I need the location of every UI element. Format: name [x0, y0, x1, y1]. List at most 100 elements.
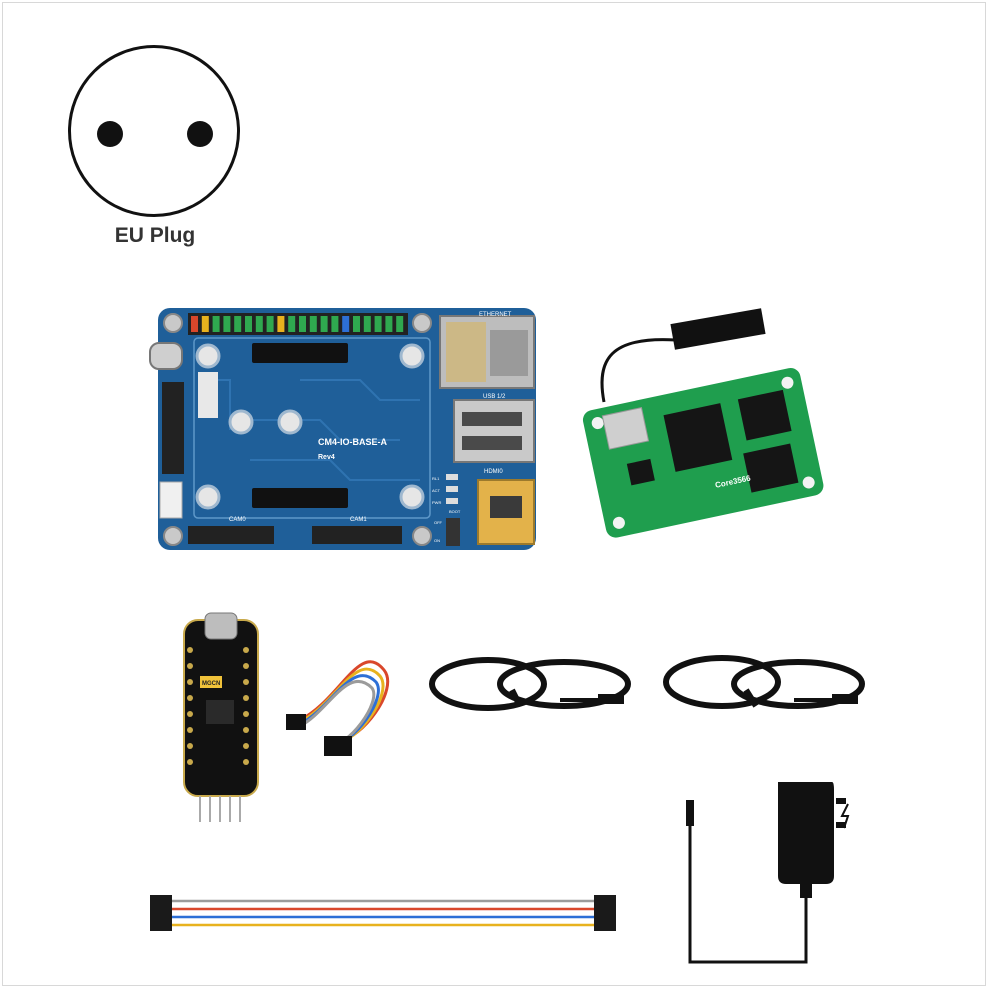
uart-pad — [243, 663, 249, 669]
gpio-pin — [234, 316, 242, 332]
gpio-pin — [342, 316, 350, 332]
ethernet-label: ETHERNET — [479, 312, 512, 318]
antenna-flex — [670, 308, 766, 350]
uart-pad — [243, 711, 249, 717]
gpio-pin — [191, 316, 198, 332]
module-connector-bottom — [252, 488, 348, 508]
eu-plug-icon — [68, 45, 240, 217]
uart-pad — [187, 695, 193, 701]
gpio-pin — [396, 316, 404, 332]
ram-chip — [737, 389, 792, 441]
gpio-pin — [299, 316, 306, 332]
led1-label: RL1 — [432, 476, 440, 481]
boot-switch — [446, 518, 460, 546]
uart-pad — [243, 647, 249, 653]
lightning-icon — [840, 803, 850, 829]
usb-uart-adapter: MGCN — [183, 612, 259, 822]
plug-pin-left — [97, 121, 123, 147]
usb-c-connector — [204, 612, 238, 640]
module-standoff — [195, 343, 221, 369]
module-standoff — [195, 484, 221, 510]
gpio-pin — [223, 316, 231, 332]
usb-label: USB 1/2 — [483, 394, 506, 400]
boot-label: BOOT — [449, 509, 461, 514]
module-standoff — [277, 409, 303, 435]
usb-cable-1 — [429, 657, 631, 711]
battery-holder — [198, 372, 218, 418]
mount-hole — [163, 313, 183, 333]
on-label: ON — [434, 538, 440, 543]
io-base-board: CM4-IO-BASE-A Rev4 ETHERNET USB 1/2 HDMI… — [149, 308, 536, 550]
gpio-pin — [353, 316, 360, 332]
cam1-connector — [312, 526, 402, 544]
uart-pad — [243, 743, 249, 749]
chip-label-sticker — [200, 676, 222, 688]
usb-c-port — [149, 342, 183, 370]
display-fpc-connector — [162, 382, 184, 474]
uart-pad — [187, 743, 193, 749]
gpio-pin — [374, 316, 382, 332]
gpio-pin — [363, 316, 371, 332]
module-connector-top — [252, 343, 348, 363]
mount-hole — [163, 526, 183, 546]
mount-hole — [412, 526, 432, 546]
led-act — [446, 486, 458, 492]
gpio-pin — [320, 316, 328, 332]
gpio-header — [188, 313, 408, 335]
gpio-pin — [385, 316, 393, 332]
usb-a-ports — [453, 399, 535, 463]
wifi-module — [601, 407, 650, 450]
uart-pad — [187, 663, 193, 669]
gpio-pin — [288, 316, 296, 332]
gpio-pin — [277, 316, 285, 332]
power-adapter — [686, 782, 850, 964]
module-standoff — [399, 343, 425, 369]
uart-pad — [243, 727, 249, 733]
mount-hole — [412, 313, 432, 333]
gpio-pin — [309, 316, 317, 332]
off-label: OFF — [434, 520, 443, 525]
long-jumper-wires — [150, 895, 616, 931]
dc-plug — [686, 800, 694, 826]
uart-chip — [206, 700, 234, 724]
module-standoff — [399, 484, 425, 510]
uart-pad — [187, 759, 193, 765]
gpio-pin — [255, 316, 263, 332]
core-module: Core3566 — [582, 367, 824, 538]
uart-pad — [243, 679, 249, 685]
board-revision-label: Rev4 — [318, 454, 335, 461]
uart-pad — [243, 759, 249, 765]
gpio-pin — [266, 316, 274, 332]
gpio-pin — [331, 316, 339, 332]
led-rl1 — [446, 474, 458, 480]
cam0-connector — [188, 526, 274, 544]
fan-connector — [159, 481, 183, 519]
uart-pad — [187, 647, 193, 653]
soc-chip — [663, 403, 733, 472]
dupont-jumper — [286, 660, 390, 756]
plug-label: EU Plug — [114, 224, 196, 247]
antenna-cable — [600, 338, 677, 403]
uart-pad — [187, 679, 193, 685]
module-standoff — [228, 409, 254, 435]
led3-label: PWR — [432, 500, 441, 505]
cam0-label: CAM0 — [229, 517, 246, 523]
uart-pad — [243, 695, 249, 701]
led-pwr — [446, 498, 458, 504]
board-name-label: CM4-IO-BASE-A — [318, 437, 387, 447]
led2-label: ACT — [432, 488, 441, 493]
cam1-label: CAM1 — [350, 517, 367, 523]
gpio-pin — [212, 316, 220, 332]
plug-pin-right — [187, 121, 213, 147]
uart-chip-label: MGCN — [202, 681, 220, 687]
hdmi-label: HDMI0 — [484, 469, 503, 475]
usb-cable-2 — [663, 655, 865, 709]
gpio-pin — [201, 316, 209, 332]
uart-pad — [187, 711, 193, 717]
power-cable — [688, 826, 808, 964]
emmc-chip — [743, 443, 799, 493]
uart-pad — [187, 727, 193, 733]
gpio-pin — [245, 316, 252, 332]
